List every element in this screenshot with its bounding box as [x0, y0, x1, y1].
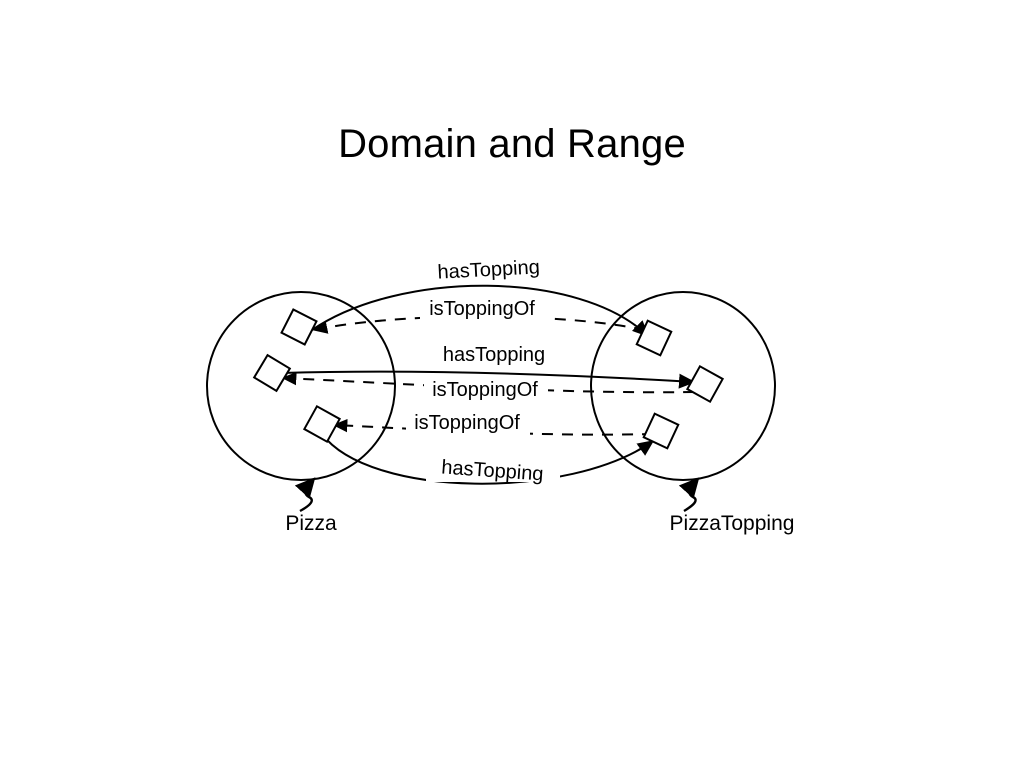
label-backdrop — [420, 298, 546, 321]
pointer-squiggle-pizza — [294, 477, 316, 513]
edge-label-istoppingof-bottom: isToppingOf — [414, 412, 520, 434]
edge-label-group: isToppingOf — [406, 412, 530, 435]
diamond-icon[interactable] — [302, 404, 342, 444]
edge-hastopping-bottom[interactable] — [321, 433, 655, 485]
label-backdrop — [406, 412, 530, 435]
edge-hastopping-middle[interactable] — [280, 370, 696, 389]
set-ellipse-pizzatopping[interactable] — [590, 291, 776, 481]
label-backdrop — [424, 379, 548, 402]
edge-label-hastopping-middle: hasTopping — [443, 344, 545, 366]
diamond-icon[interactable] — [280, 308, 318, 346]
page-title: Domain and Range — [338, 122, 686, 166]
diamond-icon[interactable] — [635, 319, 673, 357]
edge-hastopping-top[interactable] — [311, 284, 650, 338]
diamond-icon[interactable] — [642, 412, 680, 450]
edge-label-group: hasTopping — [428, 344, 562, 367]
diamond-icon[interactable] — [685, 364, 725, 404]
set-group-pizzatopping[interactable]: PizzaTopping — [590, 291, 795, 535]
pointer-squiggle-pizzatopping — [678, 477, 700, 513]
individual-node[interactable] — [685, 364, 725, 404]
individual-node[interactable] — [635, 319, 673, 357]
edge-label-istoppingof-middle: isToppingOf — [432, 379, 538, 401]
edge-label-istoppingof-top: isToppingOf — [429, 298, 535, 320]
edge-label-group: hasTopping — [422, 256, 558, 284]
label-backdrop — [428, 344, 562, 367]
edge-label-hastopping-top: hasTopping — [437, 256, 540, 283]
individual-node[interactable] — [252, 353, 292, 393]
individual-node[interactable] — [302, 404, 342, 444]
edge-label-group: hasTopping — [426, 456, 560, 486]
label-backdrop — [422, 258, 558, 282]
diamond-icon[interactable] — [252, 353, 292, 393]
individual-node[interactable] — [642, 412, 680, 450]
set-label-pizzatopping: PizzaTopping — [670, 512, 795, 535]
individual-node[interactable] — [280, 308, 318, 346]
set-label-pizza: Pizza — [285, 512, 337, 535]
edge-label-group: isToppingOf — [424, 379, 548, 402]
label-backdrop — [426, 458, 560, 482]
set-group-pizza[interactable]: Pizza — [206, 291, 396, 535]
edge-label-group: isToppingOf — [420, 298, 546, 321]
